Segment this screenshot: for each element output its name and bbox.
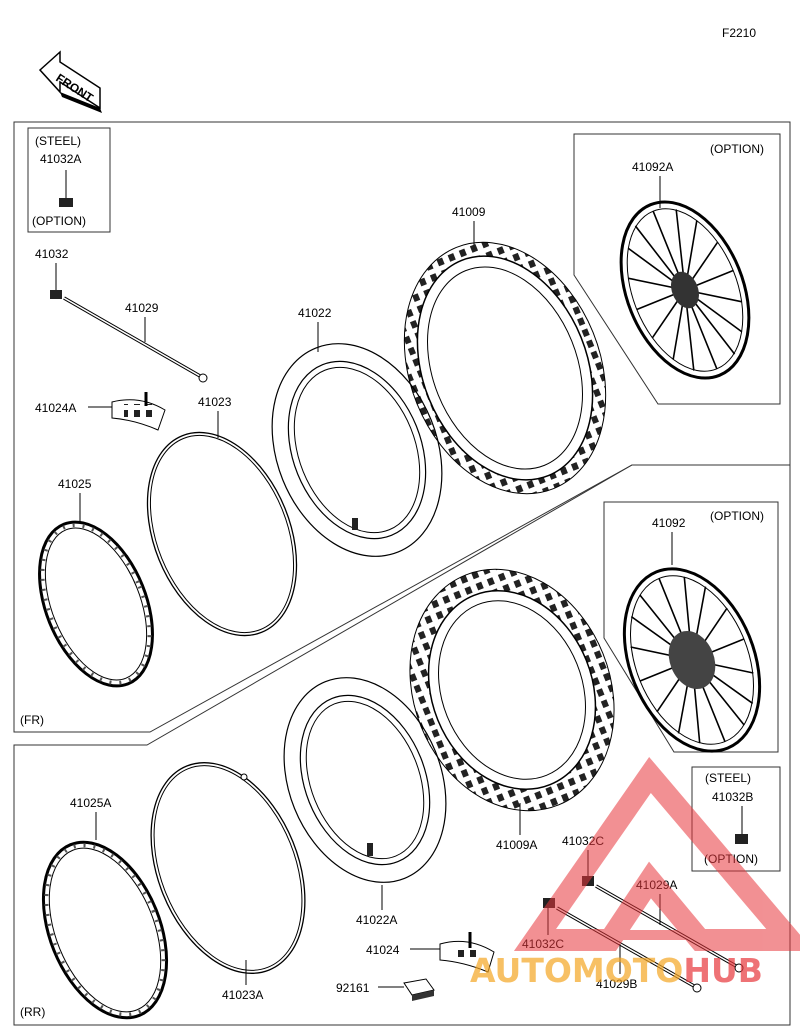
spoke-front [63, 296, 208, 383]
rear-tire [409, 568, 615, 812]
part-41032A-label: 41032A [40, 152, 81, 166]
front-wheel-assembly [619, 200, 751, 380]
part-41022-label: 41022 [298, 306, 332, 320]
part-41024-label: 41024 [366, 943, 400, 957]
part-41025-label: 41025 [58, 477, 92, 491]
part-41092A-label: 41092A [632, 160, 673, 174]
watermark-part1: AUTO [470, 951, 572, 990]
part-41009A-label: 41009A [496, 838, 537, 852]
spoke-rear-a [595, 884, 744, 973]
figure-code: F2210 [722, 26, 756, 40]
rear-inner-tube [283, 677, 447, 883]
front-rim [38, 520, 154, 688]
front-arrow-icon: FRONT [38, 50, 102, 113]
part-41023-label: 41023 [198, 395, 232, 409]
front-rim-band [146, 431, 298, 637]
option-label-front-wheel: (OPTION) [710, 142, 764, 156]
part-41029B-label: 41029B [596, 977, 637, 991]
watermark-part3: HUB [683, 951, 763, 990]
part-41023A-label: 41023A [222, 988, 263, 1002]
valve-nut-steel-rear-icon [735, 834, 748, 844]
part-41025A-label: 41025A [70, 796, 111, 810]
part-92161-label: 92161 [336, 981, 370, 995]
part-41032B-label: 41032B [712, 790, 753, 804]
rear-wheel-assembly [622, 567, 762, 753]
front-inner-tube [271, 343, 443, 557]
rear-rim-band [150, 762, 306, 974]
rear-section-frame [13, 464, 791, 1026]
watermark-logo [513, 756, 800, 951]
watermark-part2: MOTO [572, 951, 683, 990]
front-tire [403, 241, 607, 495]
part-41022A-label: 41022A [356, 913, 397, 927]
wheel-option-box-front [573, 133, 781, 405]
rim-protector-icon [403, 978, 435, 1001]
part-41032-label: 41032 [35, 247, 69, 261]
rim-lock-front-icon [111, 392, 166, 431]
spoke-rear-b [556, 906, 702, 993]
part-41009-label: 41009 [452, 205, 486, 219]
part-41029-label: 41029 [125, 301, 159, 315]
part-41092-label: 41092 [652, 516, 686, 530]
watermark-text: AUTOMOTOHUB [470, 951, 763, 990]
steel-label-rear: (STEEL) [705, 771, 751, 785]
rear-rim [41, 840, 169, 1020]
rr-label: (RR) [20, 1005, 45, 1019]
steel-option-box-front [27, 127, 111, 233]
option-label-rear-wheel: (OPTION) [710, 509, 764, 523]
fr-label: (FR) [20, 713, 44, 727]
valve-nut-front-icon [50, 290, 62, 299]
part-41024A-label: 41024A [35, 401, 76, 415]
rim-lock-rear-icon [439, 932, 495, 973]
steel-label-front: (STEEL) [35, 134, 81, 148]
valve-nut-icon [59, 170, 73, 207]
wheel-option-box-rear [603, 501, 779, 753]
option-label-front-steel: (OPTION) [32, 214, 86, 228]
